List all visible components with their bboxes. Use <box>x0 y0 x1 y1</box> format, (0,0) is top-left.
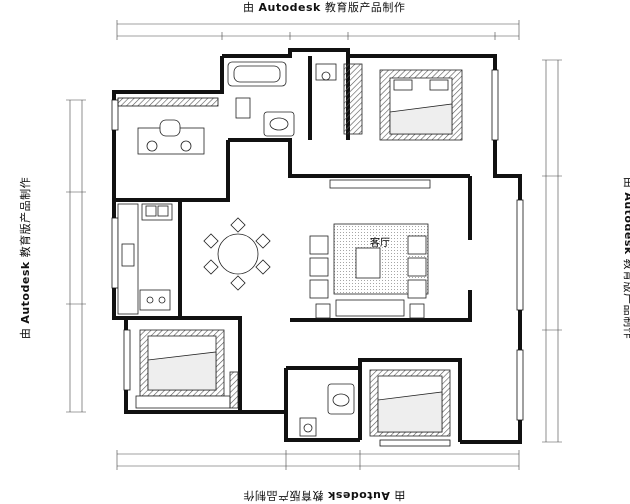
bathroom-fixtures <box>227 61 363 137</box>
living-room-label: 客厅 <box>370 238 390 249</box>
bedroom-bottom-right-furniture <box>369 369 451 437</box>
watermark-top: 由 Autodesk 教育版产品制作 <box>243 0 405 15</box>
dimension-lines-top <box>116 20 520 40</box>
watermark-brand: Autodesk <box>258 1 321 14</box>
bedroom-bottom-left-furniture <box>135 329 239 409</box>
dimension-lines-right <box>542 59 562 443</box>
bathroom-bottom-fixtures <box>299 383 355 437</box>
watermark-prefix: 由 <box>243 1 255 14</box>
dimension-lines-bottom <box>116 450 520 470</box>
watermark-suffix: 教育版产品制作 <box>324 1 406 14</box>
bedroom-top-right-furniture <box>379 69 463 141</box>
windows <box>111 69 524 447</box>
dimension-lines-left <box>66 99 86 413</box>
study-furniture <box>137 119 205 155</box>
living-room-furniture <box>309 179 431 319</box>
dining-table <box>203 217 271 291</box>
kitchen-fixtures <box>117 203 173 315</box>
